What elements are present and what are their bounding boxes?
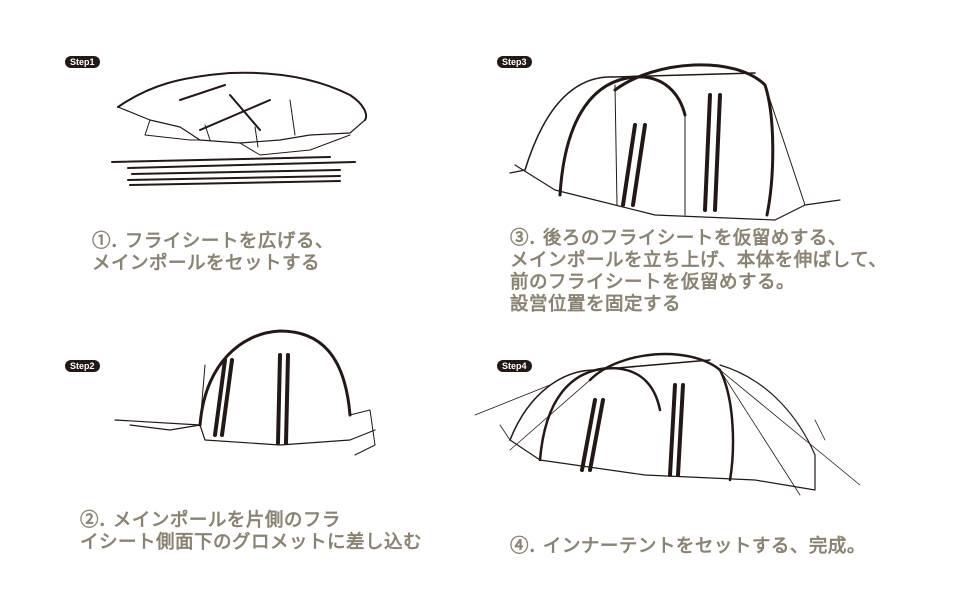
caption-line: イシート側面下のグロメットに差し込む (80, 532, 423, 553)
step4-caption: ④. インナーテントをセットする、完成。 (510, 536, 866, 558)
caption-line: 設営位置を固定する (510, 294, 682, 315)
step1-badge: Step1 (65, 56, 100, 68)
caption-line: 前のフライシートを仮留めする。 (510, 272, 796, 293)
caption-line: ②. メインポールを片側のフラ (80, 510, 341, 531)
caption-line: ④. インナーテントをセットする、完成。 (510, 536, 866, 557)
step1-flysheet-poles-illustration (111, 71, 368, 186)
step2-caption: ②. メインポールを片側のフラ イシート側面下のグロメットに差し込む (80, 510, 422, 554)
caption-line: ①. フライシートを広げる、 (92, 231, 334, 252)
caption-line: メインポールをセットする (92, 253, 321, 274)
step3-tent-illustration (509, 63, 841, 221)
caption-line: メインポールを立ち上げ、本体を伸ばして、 (510, 250, 888, 271)
step3-caption: ③. 後ろのフライシートを仮留めする、 メインポールを立ち上げ、本体を伸ばして、… (510, 228, 887, 316)
step3-badge: Step3 (497, 56, 532, 68)
step4-badge: Step4 (497, 360, 532, 372)
caption-line: ③. 後ろのフライシートを仮留めする、 (510, 228, 847, 249)
step2-tent-illustration (114, 329, 376, 456)
step4-tent-illustration (474, 352, 861, 496)
step2-badge: Step2 (65, 360, 100, 372)
step1-caption: ①. フライシートを広げる、 メインポールをセットする (92, 231, 334, 275)
